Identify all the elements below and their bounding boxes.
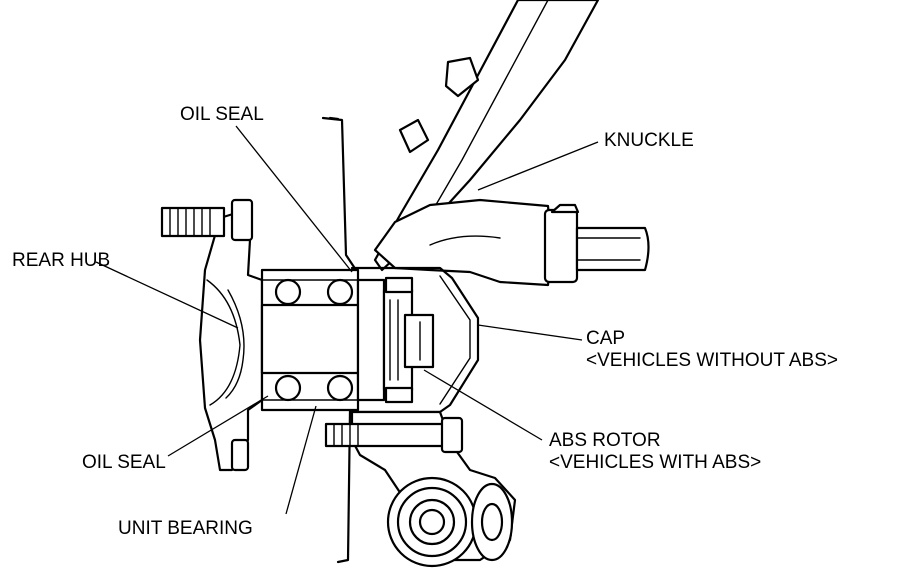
cap-label-line2: <VEHICLES WITHOUT ABS>: [586, 350, 839, 371]
leader-lines: [95, 125, 599, 515]
rear-hub-leader: [95, 261, 239, 329]
oil-seal-bottom-leader: [167, 395, 269, 457]
backing-plate-drawing: [321, 116, 358, 564]
cap-label-line1: CAP: [586, 328, 626, 349]
oil-seal-top-leader: [235, 125, 353, 273]
knuckle-label: KNUCKLE: [604, 130, 694, 151]
unit-bearing-label: UNIT BEARING: [118, 518, 253, 539]
unit-bearing-drawing: [260, 268, 360, 412]
oil-seal-bottom-label: OIL SEAL: [82, 452, 166, 473]
abs-rotor-leader: [423, 369, 543, 441]
cap-leader: [477, 324, 583, 341]
abs-rotor-label-line2: <VEHICLES WITH ABS>: [549, 452, 762, 473]
cap-drawing: [350, 266, 480, 414]
tie-rod-drawing: [543, 203, 650, 284]
rear-hub-drawing: [160, 198, 264, 472]
abs-rotor-label: ABS ROTOR <VEHICLES WITH ABS>: [549, 430, 761, 474]
lower-arm-drawing: [324, 410, 517, 568]
knuckle-leader: [477, 141, 599, 191]
cap-label: CAP <VEHICLES WITHOUT ABS>: [586, 328, 838, 372]
unit-bearing-leader: [285, 405, 317, 515]
abs-rotor-label-line1: ABS ROTOR: [549, 430, 661, 451]
rear-hub-label: REAR HUB: [12, 250, 111, 271]
abs-rotor-drawing: [356, 276, 435, 404]
oil-seal-top-label: OIL SEAL: [180, 104, 264, 125]
